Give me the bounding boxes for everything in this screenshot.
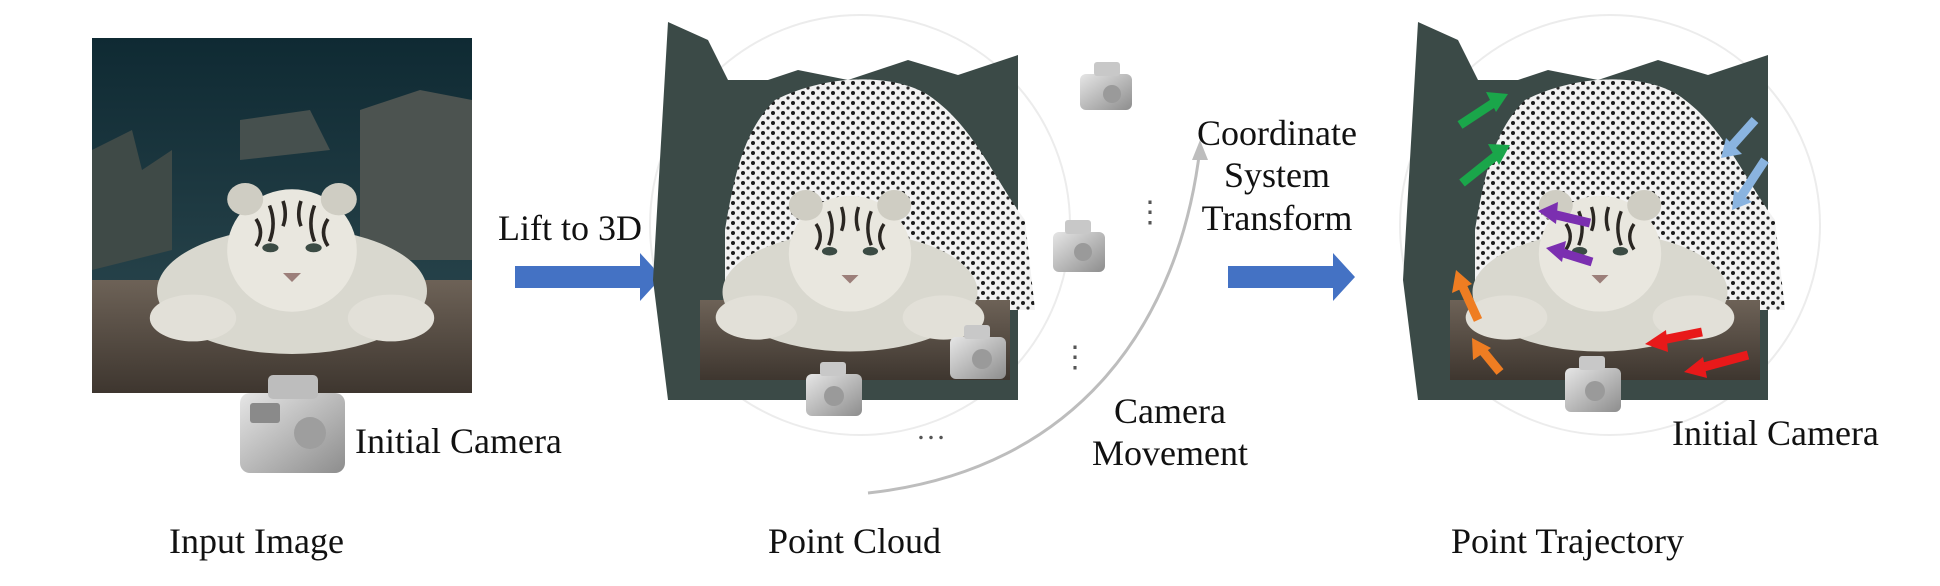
coordinate-label-line2: System (1223, 155, 1330, 196)
camera-movement-label: Camera Movement (1075, 390, 1265, 475)
ellipsis-icon: ⋮ (1135, 196, 1165, 229)
camera-movement-curve (867, 147, 1202, 495)
camera-icon (240, 375, 345, 473)
coordinate-transform-label: Coordinate System Transform (1192, 112, 1362, 239)
trajectory-arrows-purple (1538, 202, 1594, 267)
point-trajectory-caption: Point Trajectory (1451, 521, 1685, 561)
camera-icon (1053, 220, 1105, 272)
trajectory-arrows-green (1457, 92, 1510, 187)
camera-icon (950, 325, 1006, 379)
flow-arrow-transform (1228, 253, 1355, 301)
camera-movement-line2: Movement (1092, 433, 1248, 474)
flow-arrow-lift (515, 253, 662, 301)
input-image (92, 38, 472, 393)
ellipsis-icon: … (916, 413, 946, 446)
point-cloud-caption: Point Cloud (768, 521, 942, 561)
input-image-caption: Input Image (169, 521, 344, 561)
trajectory-arrows-red (1645, 327, 1750, 378)
point-cloud-image (649, 14, 1071, 436)
camera-icon (1080, 62, 1132, 110)
trajectory-arrows-blue (1721, 117, 1769, 210)
camera-movement-arrowhead (1192, 140, 1208, 160)
coordinate-label-line1: Coordinate (1197, 113, 1357, 153)
camera-icon (1565, 356, 1621, 412)
initial-camera-label: Initial Camera (355, 421, 562, 461)
initial-camera-label: Initial Camera (1672, 413, 1879, 453)
camera-icon (806, 362, 862, 416)
lift-label: Lift to 3D (498, 208, 642, 248)
coordinate-label-line3: Transform (1201, 197, 1353, 238)
trajectory-arrows-orange (1452, 270, 1504, 375)
camera-movement-line1: Camera (1114, 391, 1226, 431)
ellipsis-icon: ⋮ (1060, 341, 1090, 374)
